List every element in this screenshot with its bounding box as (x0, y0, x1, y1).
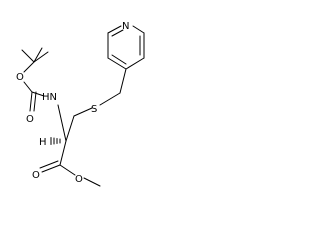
bond (33, 51, 49, 63)
bond (65, 115, 75, 142)
amide-nh-label: HN (42, 92, 57, 103)
bond (59, 164, 76, 176)
bond (33, 91, 37, 112)
bond (83, 177, 101, 187)
alpha-carbon-bonds (50, 104, 67, 166)
hashed-bond (50, 137, 61, 145)
pyridine-ring (107, 25, 145, 70)
bond (125, 57, 145, 70)
bond (23, 61, 35, 73)
bond (73, 107, 93, 117)
bond (57, 104, 67, 142)
atom-labels: N S HN H O O O O (16, 21, 129, 185)
methyl-ester (39, 160, 101, 187)
chemical-structure: N S HN H O O O O (16, 21, 145, 187)
bond (119, 68, 127, 94)
bond (39, 160, 59, 169)
pyridine-nitrogen-label: N (122, 21, 129, 32)
carbamate-ester-oxygen-label: O (16, 72, 24, 83)
boc-group (21, 47, 49, 112)
sulfur-label: S (91, 104, 97, 115)
bond (33, 47, 43, 63)
bond (111, 29, 124, 37)
thioether-chain (65, 68, 127, 142)
bond (111, 54, 127, 65)
carbamate-carbonyl-oxygen-label: O (26, 114, 34, 125)
bond (107, 57, 127, 70)
bond (132, 25, 145, 34)
bond (31, 91, 45, 97)
ester-methoxy-oxygen-label: O (75, 174, 83, 185)
bond (21, 49, 35, 63)
bond (99, 92, 121, 106)
alpha-hydrogen-label: H (39, 137, 47, 148)
ester-carbonyl-oxygen-label: O (32, 170, 40, 181)
bond (107, 25, 122, 34)
bond (59, 140, 67, 166)
bond (41, 164, 61, 173)
bond (23, 81, 33, 93)
bond (29, 91, 33, 112)
